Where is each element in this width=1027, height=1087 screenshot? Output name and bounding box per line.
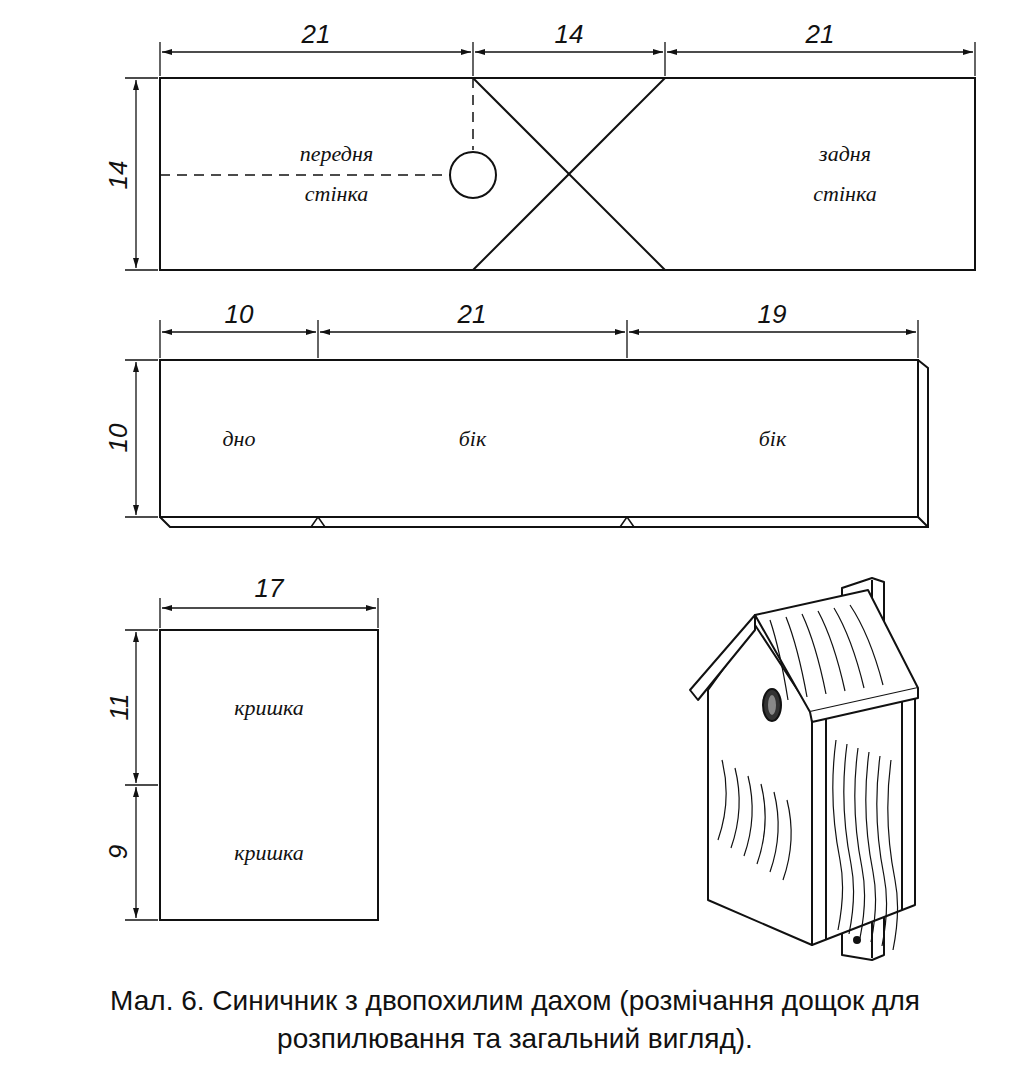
wood-grain [718, 605, 898, 950]
bottom-panel: дно [160, 360, 318, 517]
dimension-number: 14 [552, 20, 587, 48]
dimension-number: 17 [252, 574, 287, 602]
part-name: передня стінка [282, 134, 392, 214]
dimension-number: 19 [755, 300, 790, 328]
part-name: бік [759, 419, 786, 459]
wall-panel: передня стінка [160, 78, 473, 270]
part-name: задня стінка [790, 134, 900, 214]
dimension-number: 21 [455, 300, 490, 328]
dimension-number: 10 [222, 300, 257, 328]
dimension-number: 21 [803, 20, 838, 48]
figure-caption: Мал. 6. Синичник з двопохилим дахом (роз… [40, 982, 990, 1058]
part-name: бік [459, 419, 486, 459]
part-name: кришка [234, 688, 304, 728]
dimension-number: 10 [104, 421, 132, 456]
dimension-number: 14 [104, 158, 132, 193]
lid-panel: кришка [160, 785, 378, 920]
side-panel: бік [627, 360, 918, 517]
part-name: дно [222, 419, 255, 459]
dimension-number: 9 [104, 842, 132, 862]
part-name: кришка [234, 833, 304, 873]
wall-panel: задня стінка [665, 78, 975, 270]
side-panel: бік [318, 360, 627, 517]
dimension-number: 11 [104, 691, 132, 724]
dimension-number: 21 [299, 20, 334, 48]
lid-panel: кришка [160, 630, 378, 785]
birdhouse-illustration [690, 578, 918, 960]
